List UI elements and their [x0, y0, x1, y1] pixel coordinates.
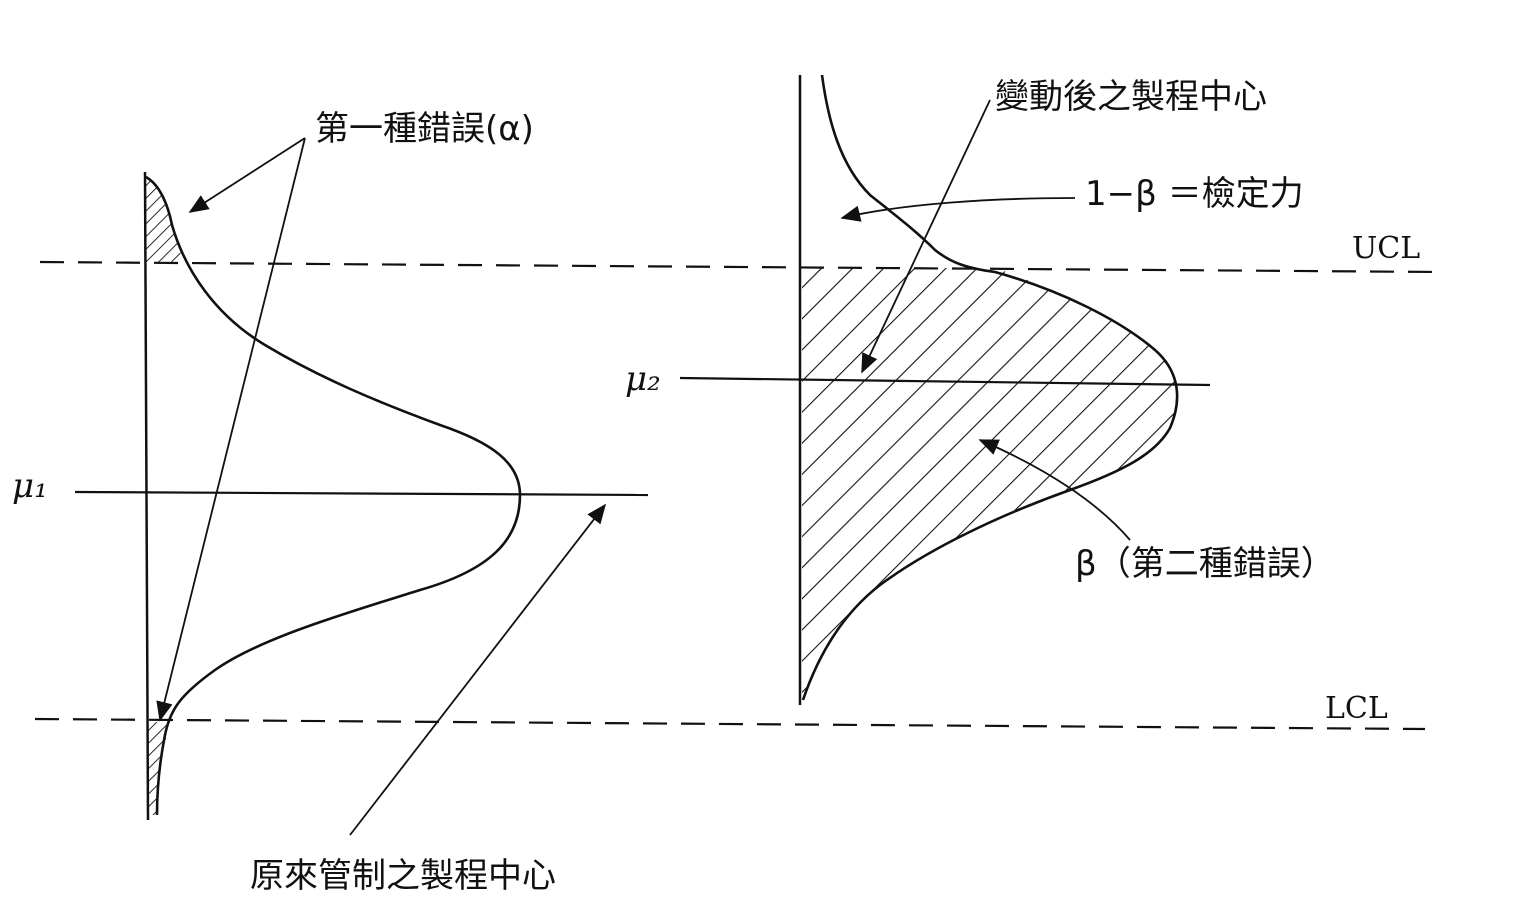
type2-arrow — [978, 439, 1131, 541]
mu1-center-line — [74, 490, 649, 497]
type1-error-label: 第一種錯誤(α) — [315, 109, 534, 149]
type1-arrow-lower — [156, 137, 306, 722]
type2-error-label: β（第二種錯誤） — [1075, 544, 1335, 584]
right-normal-curve — [801, 74, 1179, 701]
mu1-label: μ₁ — [12, 466, 48, 506]
left-vertical-axis — [143, 171, 150, 821]
mu2-center-line — [679, 376, 1211, 387]
lcl-dashed-line — [34, 717, 1426, 731]
ucl-label: UCL — [1352, 231, 1420, 266]
left-alpha-upper-tail — [146, 177, 184, 262]
type1-arrow-upper — [188, 137, 306, 213]
beta-hatched-region — [802, 268, 1178, 705]
power-label: 1−β ＝檢定力 — [1085, 174, 1304, 214]
original-center-arrow — [349, 503, 607, 836]
mu2-label: μ₂ — [625, 359, 661, 399]
shifted-center-arrow — [861, 99, 991, 374]
ucl-dashed-line — [39, 260, 1441, 274]
lcl-label: LCL — [1325, 691, 1388, 726]
shifted-center-label: 變動後之製程中心 — [995, 77, 1267, 117]
original-center-label: 原來管制之製程中心 — [250, 856, 556, 896]
power-arrow — [840, 197, 1076, 222]
